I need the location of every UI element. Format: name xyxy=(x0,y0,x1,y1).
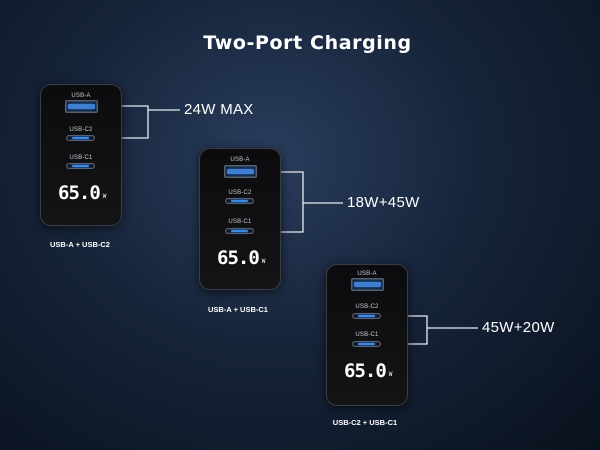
port-label-usb-a: USB-A xyxy=(357,271,377,277)
usb-a-port xyxy=(351,278,384,291)
callout-label-3: 45W+20W xyxy=(482,319,555,336)
port-label-usb-c1: USB-C1 xyxy=(355,332,379,338)
usb-c2-port xyxy=(352,313,381,319)
port-label-usb-a: USB-A xyxy=(71,93,91,99)
caption-charger-1: USB-A + USB-C2 xyxy=(50,240,110,249)
display-value: 65.0 xyxy=(58,182,101,204)
port-label-usb-c2: USB-C2 xyxy=(69,127,93,133)
usb-a-port xyxy=(65,100,98,113)
port-label-usb-c2: USB-C2 xyxy=(355,304,379,310)
display-value: 65.0 xyxy=(217,247,260,269)
caption-charger-2: USB-A + USB-C1 xyxy=(208,305,268,314)
usb-c2-port xyxy=(66,135,95,141)
usb-c2-port xyxy=(225,198,254,204)
display-unit: W xyxy=(261,258,266,265)
usb-c1-port xyxy=(352,341,381,347)
page-title: Two-Port Charging xyxy=(203,32,412,54)
port-label-usb-c1: USB-C1 xyxy=(69,155,93,161)
port-label-usb-a: USB-A xyxy=(230,157,250,163)
usb-c1-port xyxy=(225,228,254,234)
caption-charger-3: USB-C2 + USB-C1 xyxy=(332,418,398,427)
usb-a-port xyxy=(224,165,257,178)
port-label-usb-c2: USB-C2 xyxy=(228,190,252,196)
callout-label-2: 18W+45W xyxy=(347,194,420,211)
callout-label-1: 24W MAX xyxy=(184,101,254,118)
port-label-usb-c1: USB-C1 xyxy=(228,219,252,225)
display-value: 65.0 xyxy=(344,360,387,382)
usb-c1-port xyxy=(66,163,95,169)
display-unit: W xyxy=(388,371,393,378)
display-unit: W xyxy=(102,193,107,200)
